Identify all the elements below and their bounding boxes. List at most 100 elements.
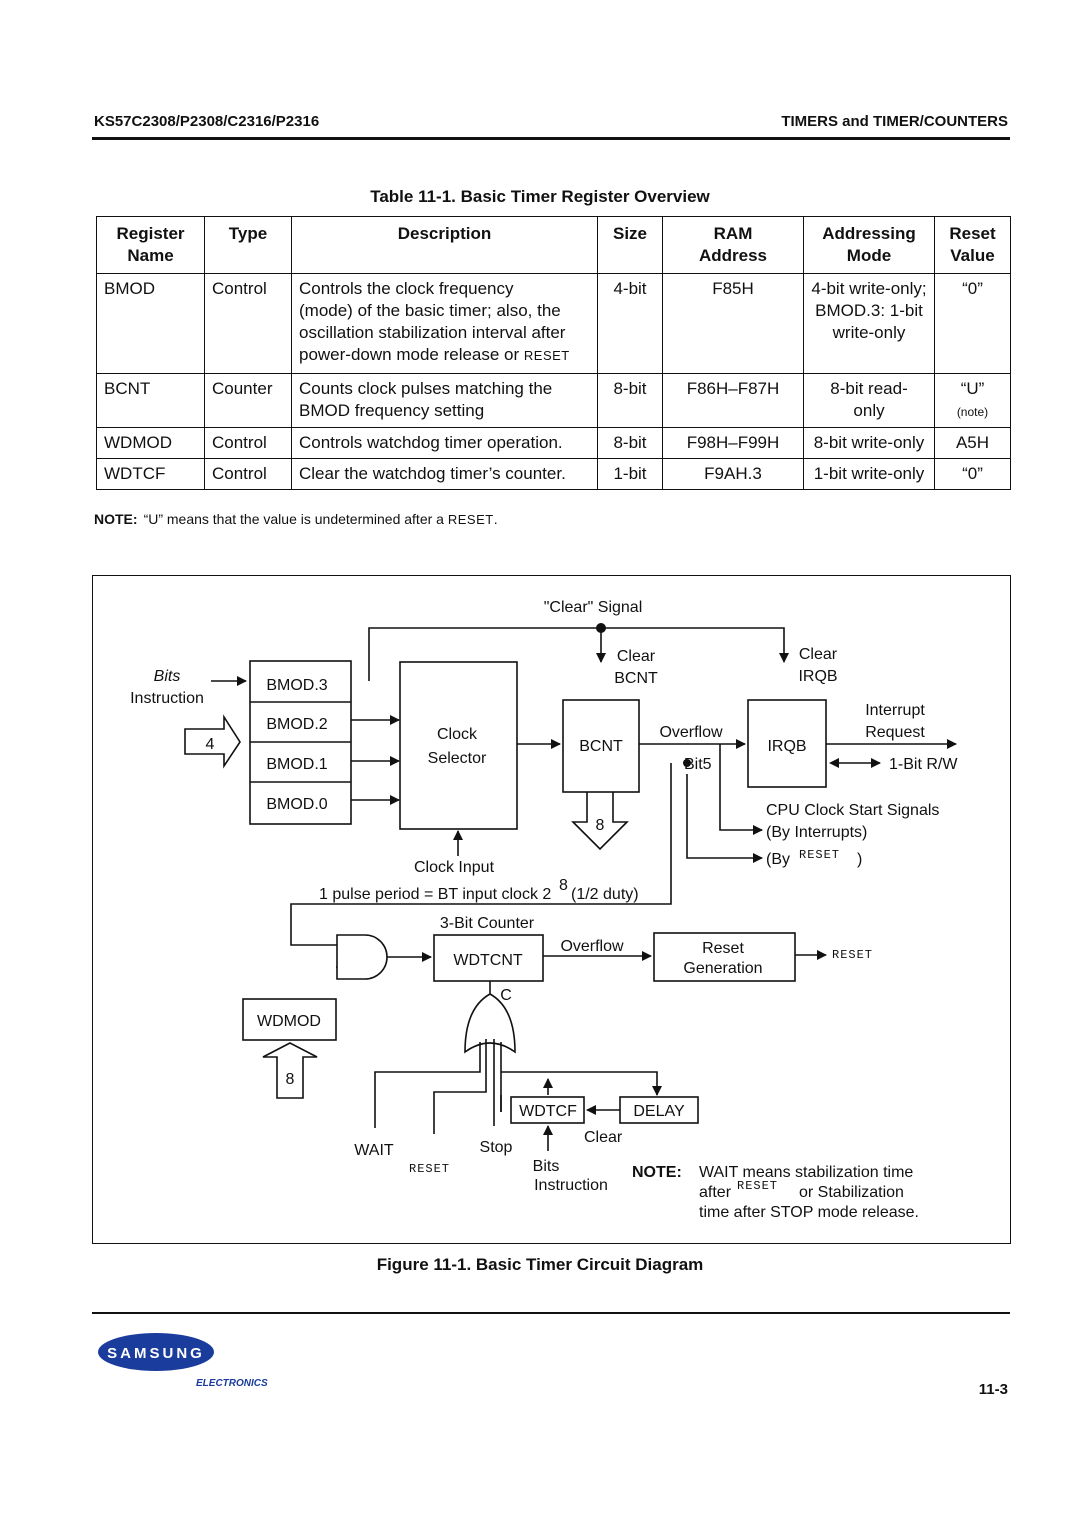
c-label: C bbox=[500, 987, 512, 1004]
reset-output-label: RESET bbox=[832, 948, 873, 962]
wdtcf-label: WDTCF bbox=[519, 1103, 577, 1120]
logo-sub: ELECTRONICS bbox=[196, 1378, 268, 1389]
wdtcnt-label: WDTCNT bbox=[453, 952, 523, 969]
cell-size: 4-bit bbox=[597, 273, 663, 374]
cell-reset: “0” bbox=[934, 458, 1011, 490]
bus-width-label: 8 bbox=[596, 817, 605, 834]
bit5-label: Bit5 bbox=[684, 756, 712, 773]
table-row: WDMOD Control Controls watchdog timer op… bbox=[96, 427, 1011, 459]
instruction-label: Instruction bbox=[130, 690, 204, 707]
cell-name: BMOD bbox=[96, 273, 205, 374]
samsung-logo: SAMSUNG ELECTRONICS bbox=[98, 1330, 278, 1397]
cell-size: 8-bit bbox=[597, 427, 663, 459]
footer-rule bbox=[92, 1312, 1010, 1314]
table-title: Table 11-1. Basic Timer Register Overvie… bbox=[370, 187, 710, 206]
cell-ram: F85H bbox=[662, 273, 804, 374]
doc-header-left: KS57C2308/P2308/C2316/P2316 bbox=[94, 113, 320, 130]
logo-word: SAMSUNG bbox=[107, 1345, 205, 1362]
stop-label: Stop bbox=[480, 1139, 513, 1156]
overflow-label: Overflow bbox=[659, 724, 723, 741]
cell-reset: A5H bbox=[934, 427, 1011, 459]
circuit-diagram: "Clear" Signal Bits Instruction 4 BMOD.3… bbox=[92, 575, 1011, 1244]
irqb-block-label: IRQB bbox=[767, 738, 806, 755]
cell-size: 8-bit bbox=[597, 373, 663, 428]
cpu-clock-label: CPU Clock Start Signals bbox=[766, 802, 939, 819]
clear-signal-label: "Clear" Signal bbox=[544, 599, 643, 616]
circuit-svg: "Clear" Signal Bits Instruction 4 BMOD.3… bbox=[130, 599, 958, 1221]
cell-reset: “U” (note) bbox=[934, 373, 1011, 428]
cell-size: 1-bit bbox=[597, 458, 663, 490]
bits-label: Bits bbox=[533, 1158, 560, 1175]
bus-width-label: 4 bbox=[206, 736, 215, 753]
by-interrupts-label: (By Interrupts) bbox=[766, 824, 867, 841]
table-note: NOTE:“U” means that the value is undeter… bbox=[94, 511, 498, 527]
table-row: WDTCF Control Clear the watchdog timer’s… bbox=[96, 458, 1011, 490]
request-label: Request bbox=[865, 724, 925, 741]
pulse-exponent: 8 bbox=[559, 877, 568, 894]
cell-type: Counter bbox=[204, 373, 292, 428]
cell-mode: 1-bit write-only bbox=[803, 458, 935, 490]
diagram-note-line: WAIT means stabilization time bbox=[699, 1164, 913, 1181]
logo-ellipse bbox=[98, 1333, 214, 1371]
reset-generation-label: Reset bbox=[702, 940, 744, 957]
cell-type: Control bbox=[204, 273, 292, 374]
bus-width-label: 8 bbox=[286, 1071, 295, 1088]
bcnt-block-label: BCNT bbox=[579, 738, 623, 755]
pulse-period-label: 1 pulse period = BT input clock 2 bbox=[319, 886, 551, 903]
cell-name: WDMOD bbox=[96, 427, 205, 459]
cell-name: BCNT bbox=[96, 373, 205, 428]
cell-ram: F9AH.3 bbox=[662, 458, 804, 490]
by-reset-close: ) bbox=[857, 851, 862, 868]
col-header: Size bbox=[597, 216, 663, 274]
clear-label: Clear bbox=[584, 1129, 623, 1146]
junction-dot bbox=[596, 623, 606, 633]
diagram-note-line: time after STOP mode release. bbox=[699, 1204, 919, 1221]
reset-generation-label: Generation bbox=[683, 960, 762, 977]
clear-bcnt-label: Clear bbox=[617, 648, 656, 665]
diagram-note-line: or Stabilization bbox=[799, 1184, 904, 1201]
wdmod-label: WDMOD bbox=[257, 1013, 321, 1030]
diagram-note-line: after bbox=[699, 1184, 732, 1201]
by-reset-open: (By bbox=[766, 851, 790, 868]
by-reset-signal: RESET bbox=[799, 848, 840, 862]
delay-label: DELAY bbox=[633, 1103, 685, 1120]
cell-type: Control bbox=[204, 458, 292, 490]
samsung-logo-mark: SAMSUNG ELECTRONICS bbox=[98, 1333, 268, 1389]
bit-counter-label: 3-Bit Counter bbox=[440, 915, 535, 932]
clock-label: Clock bbox=[437, 726, 478, 743]
clear-irqb-label: Clear bbox=[799, 646, 838, 663]
clear-irqb-label: IRQB bbox=[798, 668, 837, 685]
bmod2-label: BMOD.2 bbox=[266, 716, 327, 733]
bmod0-label: BMOD.0 bbox=[266, 796, 327, 813]
doc-header-right: TIMERS and TIMER/COUNTERS bbox=[781, 113, 1008, 130]
page-number: 11-3 bbox=[978, 1381, 1008, 1398]
interrupt-label: Interrupt bbox=[865, 702, 925, 719]
reset-note: (note) bbox=[956, 405, 989, 419]
rw-label: 1-Bit R/W bbox=[889, 756, 958, 773]
cell-description: Clear the watchdog timer’s counter. bbox=[291, 458, 598, 490]
cell-description: Controls the clock frequency (mode) of t… bbox=[291, 273, 598, 374]
reset-input-label: RESET bbox=[409, 1162, 450, 1176]
bits-label: Bits bbox=[154, 668, 181, 685]
col-header: Type bbox=[204, 216, 292, 274]
junction-dot bbox=[683, 759, 691, 767]
cell-description: Controls watchdog timer operation. bbox=[291, 427, 598, 459]
instruction-label: Instruction bbox=[534, 1177, 608, 1194]
diagram-note-reset: RESET bbox=[737, 1179, 778, 1193]
cell-type: Control bbox=[204, 427, 292, 459]
cell-ram: F86H–F87H bbox=[662, 373, 804, 428]
wait-label: WAIT bbox=[354, 1142, 394, 1159]
col-header: Description bbox=[291, 216, 598, 274]
pulse-duty-label: (1/2 duty) bbox=[571, 886, 639, 903]
figure-caption: Figure 11-1. Basic Timer Circuit Diagram bbox=[376, 1255, 704, 1274]
cell-mode: 8-bit write-only bbox=[803, 427, 935, 459]
cell-description: Counts clock pulses matching the BMOD fr… bbox=[291, 373, 598, 428]
cell-mode: 4-bit write-only; BMOD.3: 1-bit write-on… bbox=[803, 273, 935, 374]
table-row: BCNT Counter Counts clock pulses matchin… bbox=[96, 373, 1011, 428]
diagram-note-label: NOTE: bbox=[632, 1164, 682, 1181]
